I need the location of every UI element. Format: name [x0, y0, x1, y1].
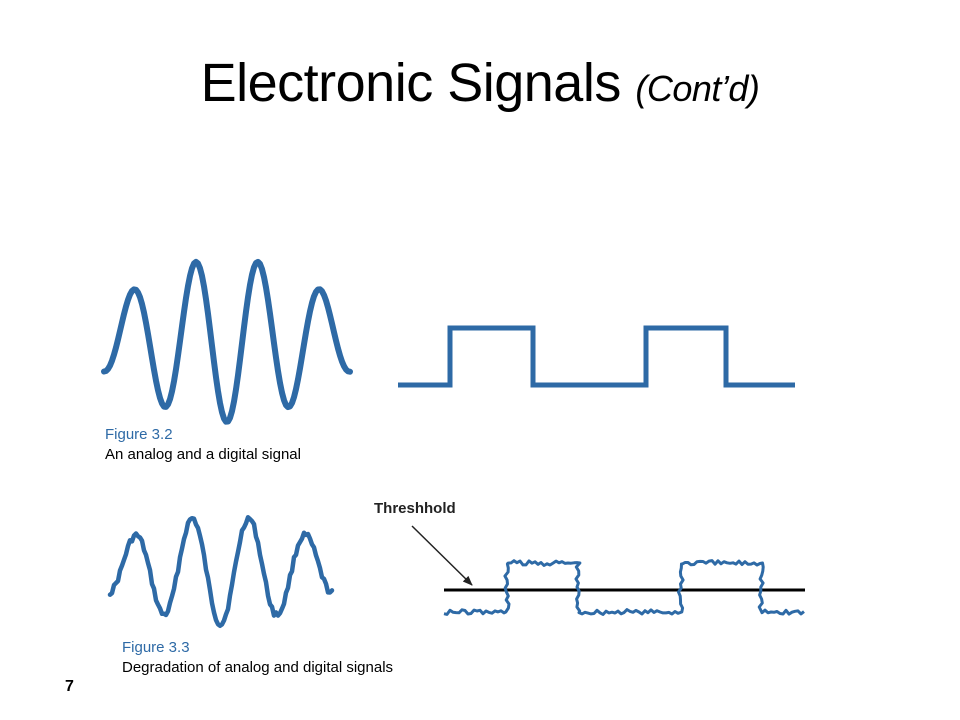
threshold-arrow	[411, 525, 473, 586]
threshold-label: Threshhold	[374, 500, 456, 517]
figure-description: An analog and a digital signal	[105, 446, 301, 463]
title-suffix: (Cont’d)	[635, 68, 760, 109]
degraded-digital-wave	[443, 559, 805, 616]
digital-signal-wave	[398, 325, 795, 388]
figure-description: Degradation of analog and digital signal…	[122, 659, 394, 676]
title-main: Electronic Signals	[200, 53, 622, 113]
degraded-analog-wave	[107, 515, 335, 629]
figure-3-2-caption: Figure 3.2 An analog and a digital signa…	[105, 425, 301, 465]
figure-number: Figure 3.3	[122, 639, 190, 656]
figure-number: Figure 3.2	[105, 426, 173, 443]
slide-number: 7	[65, 678, 74, 695]
figure-3-3-caption: Figure 3.3 Degradation of analog and dig…	[122, 638, 393, 678]
slide-title: Electronic Signals (Cont’d)	[0, 56, 960, 110]
analog-signal-wave	[101, 258, 353, 425]
